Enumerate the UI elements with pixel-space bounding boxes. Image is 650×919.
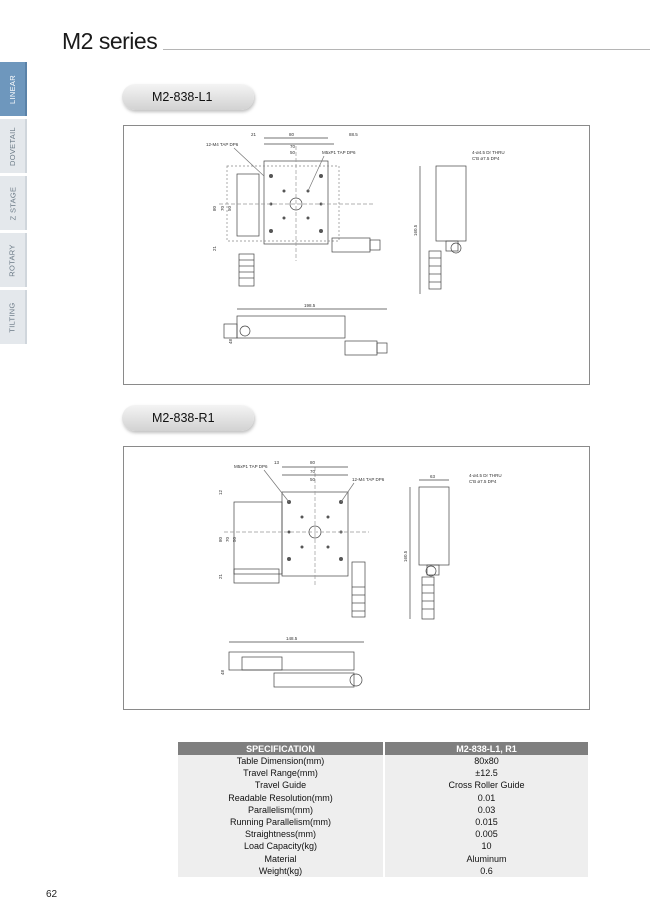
table-header: M2-838-L1, R1	[384, 742, 588, 755]
page-number: 62	[46, 889, 58, 900]
spec-label: Parallelism(mm)	[178, 803, 385, 816]
spec-value: 0.6	[384, 864, 588, 877]
hole-callout: C'B ø7.5 DP4	[469, 479, 497, 484]
model-label-r1: M2-838-R1	[122, 405, 254, 431]
specification-table: SPECIFICATION M2-838-L1, R1 Table Dimens…	[178, 742, 588, 877]
dimension-label: 48	[220, 669, 225, 675]
stage-side-view	[418, 486, 450, 566]
table-row: Weight(kg)0.6	[178, 864, 588, 877]
drawing-panel-r1: 13 80 70 50 M5xP1 TAP DP6 12-M4 TAP DP6 …	[123, 446, 590, 710]
spec-value: 0.03	[384, 803, 588, 816]
spec-value: 0.015	[384, 815, 588, 829]
micrometer-head	[233, 568, 280, 584]
stage-front-view	[228, 651, 355, 671]
technical-drawing-l1: 80 21 88.5 70 50 12-M4 TAP DP6 M5xP1 TAP…	[206, 132, 505, 356]
table-row: Table Dimension(mm)80x80	[178, 755, 588, 768]
dimension-label: 148.5	[286, 636, 298, 641]
dimension-label: 21	[212, 245, 217, 251]
side-navigation: LINEAR DOVETAIL Z STAGE ROTARY TILTING	[0, 62, 27, 347]
table-header-row: SPECIFICATION M2-838-L1, R1	[178, 742, 588, 755]
dimension-label: 70	[290, 144, 296, 149]
dimension-label: 198.5	[304, 303, 316, 308]
spec-label: Travel Range(mm)	[178, 767, 385, 780]
spec-label: Load Capacity(kg)	[178, 840, 385, 853]
dimension-label: 88.5	[349, 132, 358, 137]
dimension-label: 13	[274, 460, 280, 465]
spec-value: Aluminum	[384, 852, 588, 865]
table-row: Running Parallelism(mm)0.015	[178, 815, 588, 829]
side-tab-dovetail[interactable]: DOVETAIL	[0, 119, 27, 173]
tap-callout: M5xP1 TAP DP6	[234, 464, 268, 469]
spec-label: Travel Guide	[178, 779, 385, 792]
title-divider	[163, 49, 650, 50]
spec-label: Material	[178, 852, 385, 865]
stage-side-view	[435, 165, 467, 242]
dimension-label: 70	[220, 205, 225, 211]
table-row: Straightness(mm)0.005	[178, 828, 588, 841]
spec-value: 0.01	[384, 791, 588, 804]
dimension-label: 160.5	[413, 224, 418, 236]
side-tab-z-stage[interactable]: Z STAGE	[0, 176, 27, 230]
page-title: M2 series	[62, 28, 158, 54]
hole-callout: 4-ø4.5 Dr THRU	[472, 150, 505, 155]
side-tab-label: TILTING	[8, 301, 18, 333]
side-tab-label: DOVETAIL	[8, 126, 17, 166]
table-row: Travel Range(mm)±12.5	[178, 767, 588, 780]
spec-label: Readable Resolution(mm)	[178, 791, 385, 804]
dimension-label: 21	[218, 573, 223, 579]
spec-value: 10	[384, 840, 588, 853]
spec-value: Cross Roller Guide	[384, 779, 588, 792]
dimension-label: 50	[227, 205, 232, 211]
dimension-label: 63	[430, 474, 436, 479]
table-row: Parallelism(mm)0.03	[178, 803, 588, 816]
dimension-label: 70	[310, 469, 316, 474]
drawing-panel-l1: 80 21 88.5 70 50 12-M4 TAP DP6 M5xP1 TAP…	[123, 125, 590, 385]
hole-callout: C'B ø7.5 DP4	[472, 156, 500, 161]
spec-value: ±12.5	[384, 767, 588, 780]
dimension-label: 12	[218, 489, 223, 495]
table-row: Load Capacity(kg)10	[178, 840, 588, 853]
spec-label: Straightness(mm)	[178, 828, 385, 841]
spec-value: 0.005	[384, 828, 588, 841]
dimension-label: 50	[232, 536, 237, 542]
hole-callout: 4-ø4.5 Dr THRU	[469, 473, 502, 478]
side-tab-label: Z STAGE	[8, 186, 18, 220]
micrometer-head	[238, 253, 255, 287]
tap-callout: 12-M4 TAP DP6	[352, 477, 385, 482]
model-label-l1: M2-838-L1	[122, 84, 254, 110]
technical-drawing-r1: 13 80 70 50 M5xP1 TAP DP6 12-M4 TAP DP6 …	[218, 460, 502, 688]
spec-value: 80x80	[384, 755, 588, 768]
dimension-label: 80	[212, 205, 217, 211]
dimension-label: 21	[251, 132, 257, 137]
table-header: SPECIFICATION	[178, 742, 385, 755]
side-tab-label: ROTARY	[8, 243, 17, 277]
spec-label: Table Dimension(mm)	[178, 755, 385, 768]
dimension-label: 50	[310, 477, 316, 482]
dimension-label: 48	[228, 338, 233, 344]
table-row: Readable Resolution(mm)0.01	[178, 791, 588, 804]
dimension-label: 80	[218, 536, 223, 542]
side-tab-label: LINEAR	[8, 74, 17, 104]
micrometer-head	[331, 237, 371, 253]
side-tab-linear[interactable]: LINEAR	[0, 62, 27, 116]
side-tab-rotary[interactable]: ROTARY	[0, 233, 27, 287]
tap-callout: 12-M4 TAP DP6	[206, 142, 239, 147]
stage-front-view	[236, 315, 346, 339]
dimension-label: 80	[310, 460, 316, 465]
spec-label: Weight(kg)	[178, 864, 385, 877]
dimension-label: 50	[290, 150, 296, 155]
micrometer-head	[351, 561, 366, 618]
dimension-label: 80	[289, 132, 295, 137]
dimension-label: 160.5	[403, 550, 408, 562]
side-tab-tilting[interactable]: TILTING	[0, 290, 27, 344]
dimension-label: 70	[225, 536, 230, 542]
spec-label: Running Parallelism(mm)	[178, 815, 385, 829]
tap-callout: M5xP1 TAP DP6	[322, 150, 356, 155]
